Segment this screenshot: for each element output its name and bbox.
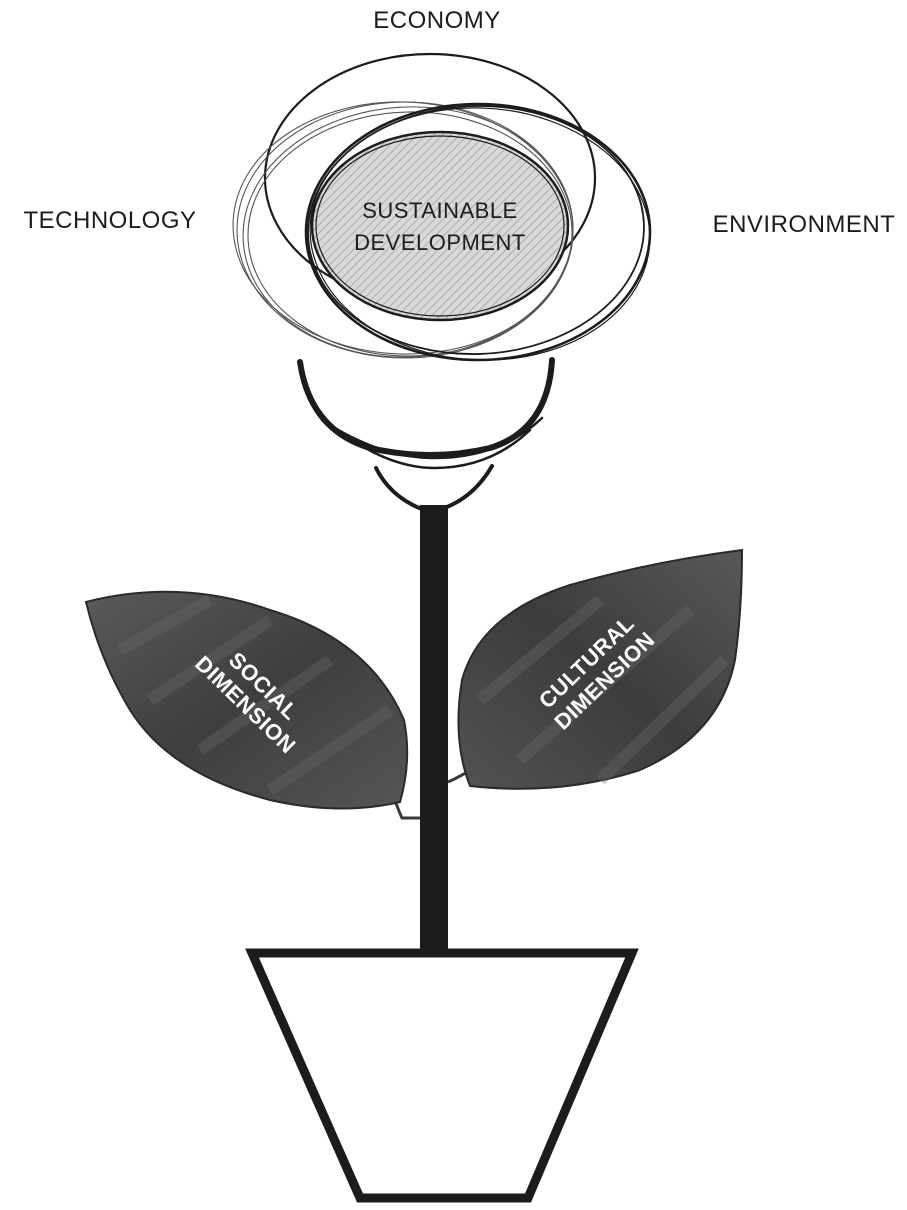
stem <box>420 505 448 951</box>
economy-label: ECONOMY <box>373 7 501 34</box>
social-dimension-leaf <box>84 590 409 810</box>
sustainable-development-label-line1: SUSTAINABLE <box>362 198 517 223</box>
cultural-dimension-leaf <box>457 548 744 790</box>
sustainable-development-label-line2: DEVELOPMENT <box>354 230 526 255</box>
social-dimension-leaf-stripes <box>117 594 394 795</box>
flower-head-circles <box>232 52 652 362</box>
technology-circle <box>232 101 574 359</box>
environment-label: ENVIRONMENT <box>713 211 896 238</box>
flower-cup <box>297 357 555 515</box>
flower-pot <box>245 948 639 1203</box>
cultural-dimension-leaf-stripes <box>476 595 730 785</box>
environment-circle <box>304 102 652 362</box>
sustainable-development-core <box>310 130 570 322</box>
technology-label: TECHNOLOGY <box>23 207 196 234</box>
